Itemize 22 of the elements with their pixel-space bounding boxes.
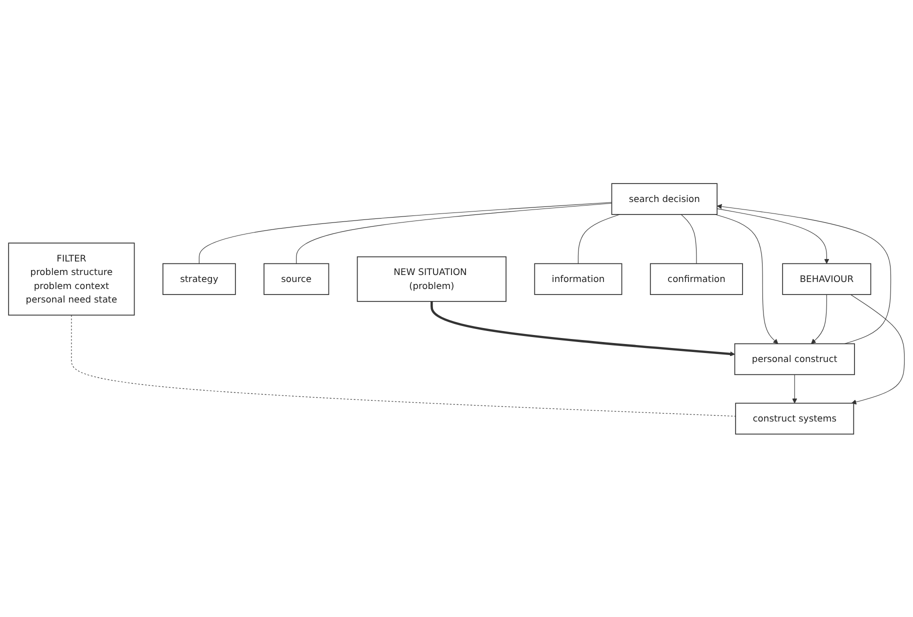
arrow xyxy=(716,208,830,264)
node-box: FILTER problem structure problem context personal need state xyxy=(8,242,135,316)
arrow xyxy=(716,204,892,344)
node-box: NEW SITUATION (problem) xyxy=(356,256,506,302)
arrow xyxy=(850,294,905,404)
arrow xyxy=(792,374,798,404)
node-box: BEHAVIOUR xyxy=(782,262,872,295)
node-box: information xyxy=(534,262,622,295)
arrow xyxy=(715,214,778,344)
connector xyxy=(71,314,736,416)
arrow xyxy=(811,294,827,344)
node-box: source xyxy=(264,262,330,295)
connector xyxy=(578,214,620,264)
node-box: confirmation xyxy=(650,262,743,295)
node-box: search decision xyxy=(611,182,718,215)
connector xyxy=(296,202,612,264)
node-box: strategy xyxy=(162,262,236,295)
connector xyxy=(680,214,697,264)
arrow xyxy=(430,301,735,356)
node-box: personal construct xyxy=(734,342,855,375)
connector xyxy=(198,202,612,264)
node-box: construct systems xyxy=(735,402,854,434)
